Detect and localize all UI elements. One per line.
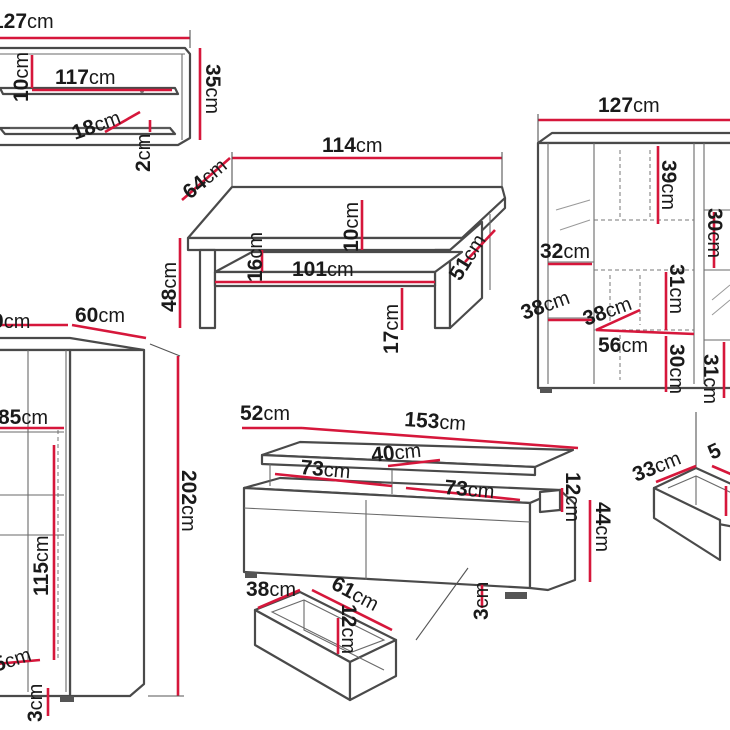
label-wardrobe-inner-width: 85cm — [0, 406, 48, 429]
small-drawer: 33cm 5 12 — [629, 412, 730, 562]
label-drawer-depth: 38cm — [246, 578, 296, 601]
dim-line-small-drawer-depth — [655, 464, 697, 484]
label-showcase-mid-height: 31cm — [665, 264, 688, 314]
label-tv-compartment-left: 73cm — [300, 456, 352, 483]
label-shelf-slot-width: 117cm — [55, 66, 116, 89]
dim-line-table-shelf-depth — [464, 229, 496, 263]
label-table-shelf-gap: 16cm — [244, 232, 267, 282]
label-showcase-width: 127cm — [598, 94, 660, 117]
label-showcase-right-lower: 31cm — [699, 354, 722, 404]
label-wardrobe-door: 115cm — [30, 535, 53, 596]
label-shelf-width: 127cm — [0, 10, 54, 33]
dim-line-drawer-width — [311, 588, 393, 632]
label-wardrobe-depth: 60cm — [75, 304, 125, 327]
label-table-height: 48cm — [158, 262, 181, 312]
label-tv-height: 44cm — [591, 502, 614, 552]
label-tv-width: 153cm — [404, 408, 467, 435]
label-showcase-right-upper: 30cm — [703, 208, 726, 258]
label-tv-depth: 52cm — [240, 402, 290, 425]
label-table-inner-width: 101cm — [292, 258, 354, 281]
wall-shelf: 127cm 35cm 117cm 10cm 18cm 2cm — [0, 10, 224, 172]
label-showcase-inner-width: 56cm — [598, 334, 648, 357]
label-shelf-board: 2cm — [132, 134, 155, 172]
label-small-drawer-height: 12 — [725, 482, 730, 505]
label-tv-niche: 40cm — [370, 439, 422, 467]
label-table-top: 10cm — [340, 202, 363, 252]
dim-line-showcase-inner-width — [595, 328, 695, 336]
dim-line-showcase-depth-b — [595, 308, 641, 332]
label-table-width: 114cm — [322, 134, 383, 157]
tv-drawer: 38cm 61cm 12cm — [246, 572, 398, 702]
label-wardrobe-height: 202cm — [177, 470, 200, 532]
label-shelf-height: 35cm — [201, 64, 224, 114]
dim-line-tv-compartment-right — [405, 486, 521, 502]
dim-line-table-depth — [181, 157, 231, 201]
showcase-cabinet: 127cm 39cm 30cm 32cm 31cm 38cm 38cm 56cm… — [518, 94, 730, 404]
label-small-drawer-partial: 5 — [704, 439, 725, 465]
coffee-table: 114cm 64cm 48cm 10cm 101cm 16cm 51cm 17c… — [158, 134, 507, 354]
dim-line-shelf-depth — [104, 110, 141, 134]
wardrobe: 0cm 60cm 85cm 202cm 115cm 5cm 3cm — [0, 304, 200, 722]
label-tv-compartment-right: 73cm — [444, 476, 496, 503]
dim-line-wardrobe-depth — [71, 323, 147, 340]
tv-stand: 52cm 153cm 40cm 73cm 73cm 12cm 44cm 3cm — [240, 402, 614, 641]
dim-line-small-drawer-partial — [711, 464, 730, 476]
dim-line-tv-width — [301, 426, 579, 450]
label-showcase-shelf-depth: 32cm — [540, 240, 590, 263]
dim-line-tv-compartment-left — [274, 472, 393, 488]
label-showcase-lower-height: 30cm — [665, 344, 688, 394]
dim-line-wardrobe-bottom-partial — [0, 658, 41, 665]
label-tv-base: 3cm — [470, 582, 493, 620]
label-shelf-slot-height: 10cm — [10, 52, 33, 102]
dim-line-tv-niche — [387, 458, 441, 468]
label-tv-niche-height: 12cm — [561, 472, 584, 522]
label-table-leg: 17cm — [380, 304, 403, 354]
label-wardrobe-width-partial: 0cm — [0, 310, 30, 333]
dim-line-drawer-depth — [257, 588, 301, 610]
label-wardrobe-base: 3cm — [24, 684, 47, 722]
label-showcase-upper-height: 39cm — [657, 160, 680, 210]
label-drawer-height: 12cm — [337, 604, 360, 654]
